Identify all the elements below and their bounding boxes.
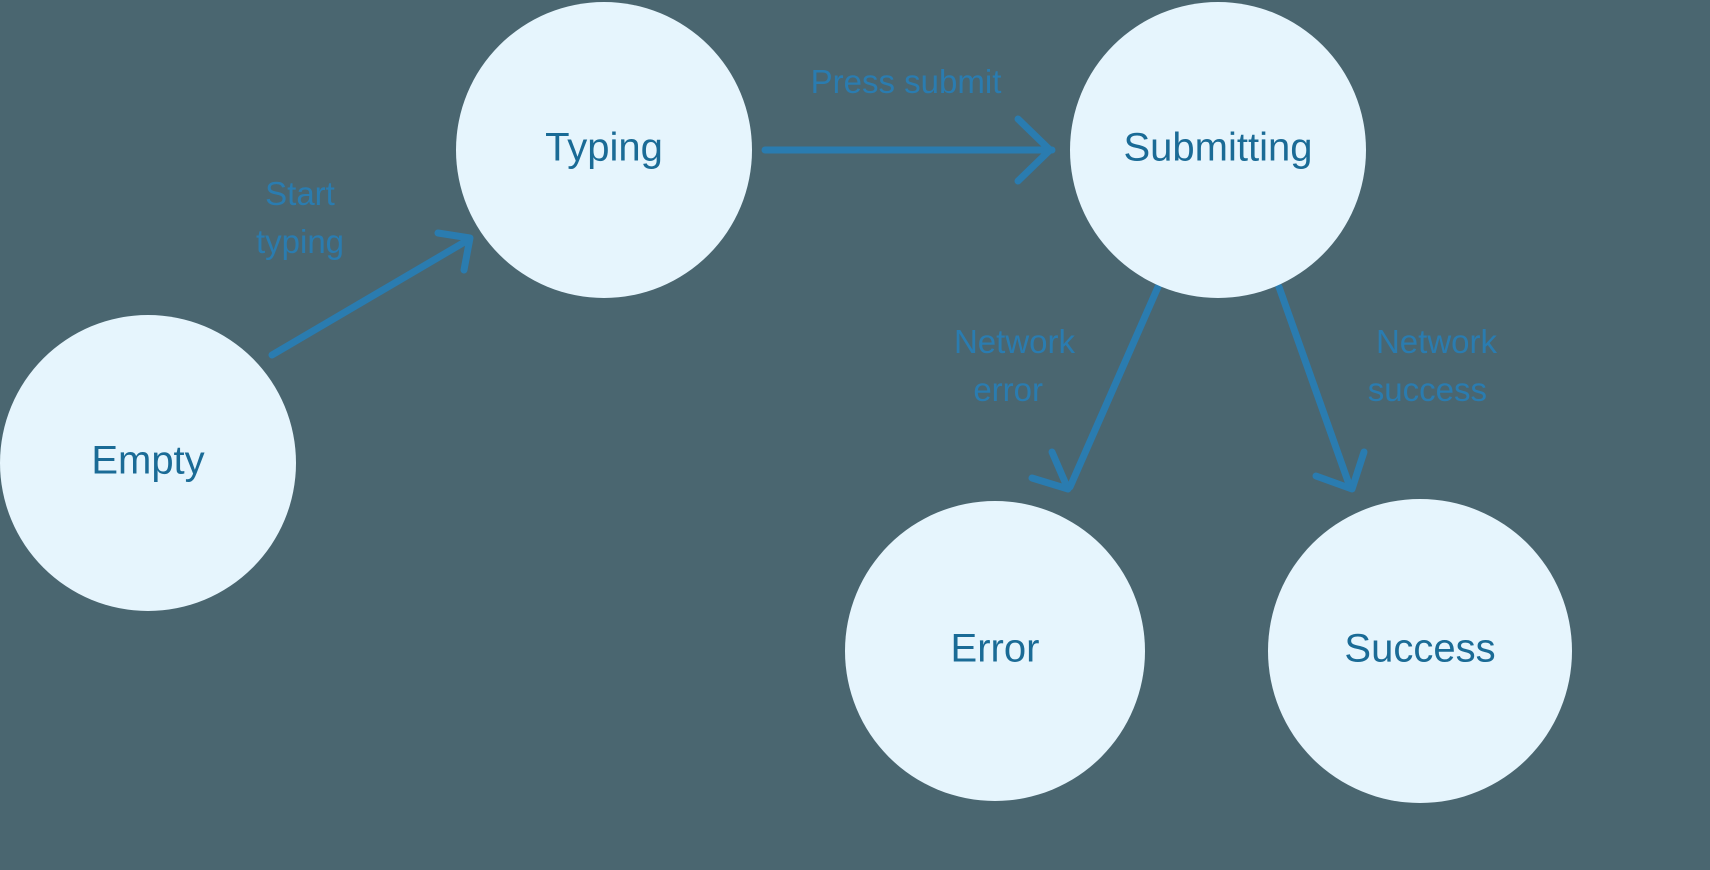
- edge-label-start-typing-line2: typing: [256, 223, 344, 260]
- edge-empty-to-typing-line: [268, 236, 472, 359]
- state-node-success-circle[interactable]: [1268, 499, 1572, 803]
- edge-label-network-success-line1: Network: [1376, 323, 1498, 360]
- state-node-typing[interactable]: Typing: [456, 2, 752, 298]
- state-node-success-label: Success: [1344, 627, 1495, 671]
- edge-typing-to-submitting: Press submit: [761, 63, 1056, 185]
- edge-submitting-to-error-line: [1066, 283, 1162, 491]
- edge-label-start-typing-line1: Start: [265, 175, 335, 212]
- state-node-empty[interactable]: Empty: [0, 315, 296, 611]
- state-node-typing-circle[interactable]: [456, 2, 752, 298]
- state-node-error-label: Error: [951, 627, 1040, 671]
- edge-label-network-success-line2: success: [1368, 371, 1487, 408]
- edge-typing-to-submitting-arrowhead: [1014, 115, 1054, 185]
- edge-empty-to-typing: Start typing: [256, 175, 474, 359]
- state-node-submitting[interactable]: Submitting: [1070, 2, 1366, 298]
- edge-empty-to-typing-arrowhead: [434, 229, 474, 274]
- state-node-success[interactable]: Success: [1268, 499, 1572, 803]
- state-node-submitting-circle[interactable]: [1070, 2, 1366, 298]
- edge-submitting-to-error: Network error: [954, 283, 1162, 493]
- edge-submitting-to-success: Network success: [1275, 283, 1498, 493]
- edge-submitting-to-success-line: [1275, 283, 1354, 491]
- edge-label-press-submit-line1: Press submit: [811, 63, 1002, 100]
- state-node-empty-label: Empty: [91, 439, 204, 483]
- edge-label-network-error-line2: error: [973, 371, 1043, 408]
- state-node-error[interactable]: Error: [845, 501, 1145, 801]
- edge-submitting-to-error-arrowhead: [1028, 448, 1072, 493]
- state-node-empty-circle[interactable]: [0, 315, 296, 611]
- state-node-error-circle[interactable]: [845, 501, 1145, 801]
- state-node-typing-label: Typing: [545, 126, 663, 170]
- edge-submitting-to-success-arrowhead: [1312, 448, 1368, 493]
- edge-label-network-error-line1: Network: [954, 323, 1076, 360]
- state-node-submitting-label: Submitting: [1124, 126, 1313, 170]
